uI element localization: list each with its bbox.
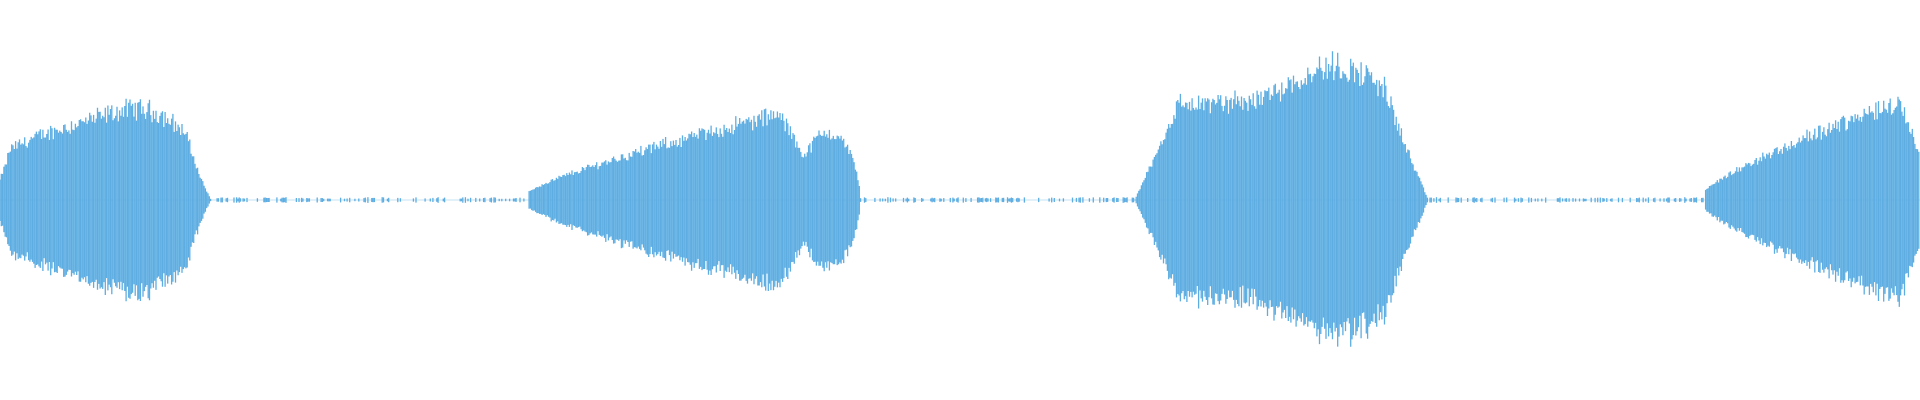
waveform-bars [0,51,1920,347]
